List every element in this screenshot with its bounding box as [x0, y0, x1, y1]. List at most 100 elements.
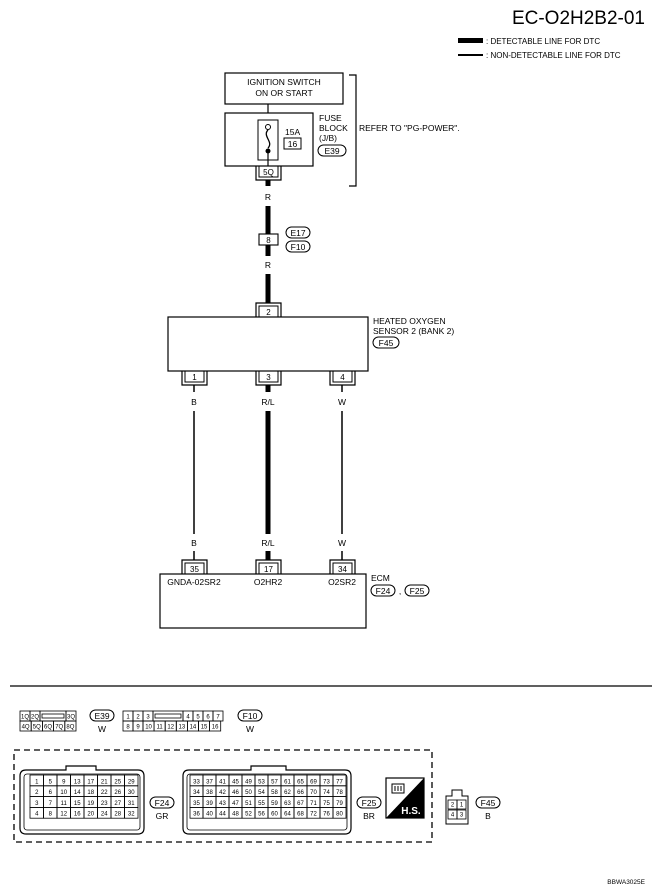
- connector-pin-cell: 4Q: [19, 720, 32, 732]
- connector-pin-number: 13: [179, 725, 186, 731]
- connector-pin-cell: 62: [280, 785, 295, 797]
- connector-pin-number: 3: [146, 715, 150, 721]
- connector-pin-number: 8: [49, 812, 53, 818]
- connector-pin-cell: 10: [142, 720, 155, 732]
- connector-pin-cell: 74: [319, 785, 334, 797]
- connector-pin-number: 51: [245, 801, 252, 807]
- connector-pin-number: 25: [114, 779, 121, 785]
- connector-pin-number: 1: [126, 715, 130, 721]
- connector-pin-number: 78: [336, 790, 343, 796]
- connector-pin-cell: 45: [228, 774, 243, 787]
- connector-pin-number: 11: [157, 725, 164, 731]
- connector-pin-cell: 41: [215, 774, 230, 787]
- connector-pin-number: 31: [128, 801, 135, 807]
- sensor-label-1: HEATED OXYGEN: [373, 316, 446, 326]
- connector-pin-cell: 6Q: [42, 720, 55, 732]
- connector-pin-cell: 2: [29, 785, 44, 797]
- wire-color-r-2: R: [265, 260, 271, 270]
- footer-code: BBWA3025E: [607, 879, 645, 886]
- ecm-box: [159, 573, 367, 629]
- connector-pin-number: 2: [451, 803, 455, 809]
- connector-pin-cell: 40: [202, 807, 217, 819]
- connector-pin-number: 15: [201, 725, 208, 731]
- sensor-pin-3: 3: [266, 373, 271, 382]
- connector-pin-cell: 54: [254, 785, 269, 797]
- connector-pin-cell: 7Q: [53, 720, 66, 732]
- ecm-conn-1: F24: [376, 586, 391, 596]
- wire-color-b-2: B: [191, 538, 197, 548]
- ignition-line2: ON OR START: [255, 88, 312, 98]
- connector-pin-number: 9: [136, 725, 140, 731]
- connector-pin-cell: 57: [267, 774, 282, 787]
- connector-pin-number: 41: [219, 779, 226, 785]
- connector-pin-cell: 28: [110, 807, 125, 819]
- ecm-pin-17: 17: [264, 565, 273, 574]
- terminal-5q: 5Q: [263, 168, 274, 177]
- conn-f10-tag: F10: [243, 711, 258, 721]
- connector-pin-cell: 35: [189, 796, 204, 808]
- connector-pin-number: 20: [87, 812, 94, 818]
- connector-pin-cell: 29: [124, 774, 139, 787]
- connector-pin-cell: 59: [267, 796, 282, 808]
- connector-pin-number: 3: [460, 813, 464, 819]
- page-code: EC-O2H2B2-01: [512, 8, 645, 29]
- connector-pin-cell: 38: [202, 785, 217, 797]
- refer-text: REFER TO "PG-POWER".: [359, 123, 460, 133]
- connector-pin-cell: 6: [43, 785, 58, 797]
- connector-pin-cell: 5: [43, 774, 58, 787]
- connector-pin-number: 66: [297, 790, 304, 796]
- connector-pin-number: 73: [323, 779, 330, 785]
- fuse-conn-tag-frame: [317, 144, 347, 157]
- wire-color-b-1: B: [191, 397, 197, 407]
- connector-pin-cell: 19: [83, 796, 98, 808]
- joint-conn-top: E17: [290, 228, 305, 238]
- connector-pin-number: 77: [336, 779, 343, 785]
- connector-pin-cell: 48: [228, 807, 243, 819]
- connector-pin-cell: 55: [254, 796, 269, 808]
- joint-conn-bottom: F10: [291, 242, 306, 252]
- conn-f45-color: B: [485, 811, 491, 821]
- connector-pin-number: 22: [101, 790, 108, 796]
- connector-pin-cell: 43: [215, 796, 230, 808]
- connector-pin-cell: 4: [182, 710, 194, 722]
- connector-pin-number: 52: [245, 812, 252, 818]
- wire-color-rl-1: R/L: [261, 397, 275, 407]
- connector-pin-cell: 3: [142, 710, 154, 722]
- conn-f24-tag: F24: [155, 798, 170, 808]
- connector-pin-number: 7: [49, 801, 53, 807]
- connector-pin-cell: 14: [186, 720, 199, 732]
- connector-pin-cell: 12: [164, 720, 177, 732]
- connector-pin-number: 6: [206, 715, 210, 721]
- connector-pin-cell: 15: [198, 720, 211, 732]
- connector-pin-cell: 39: [202, 796, 217, 808]
- connector-pin-number: 61: [284, 779, 291, 785]
- connector-pin-cell: 67: [293, 796, 308, 808]
- sensor-pin-1-group: 1: [181, 370, 208, 386]
- fuse-conn-tag: E39: [324, 146, 339, 156]
- ignition-switch-box: [224, 72, 344, 105]
- connector-pin-number: 6Q: [44, 725, 52, 731]
- connector-pin-cell: 76: [319, 807, 334, 819]
- connector-pin-number: 1Q: [21, 715, 29, 721]
- fuse-block-label-1: FUSE: [319, 113, 342, 123]
- ecm-label-34: O2SR2: [328, 577, 356, 587]
- connector-pin-number: 49: [245, 779, 252, 785]
- connector-pin-cell: 71: [306, 796, 321, 808]
- connector-pin-cell: 1Q: [19, 710, 31, 722]
- fuse-block-label-3: (J/B): [319, 133, 337, 143]
- connector-pin-cell: 13: [70, 774, 85, 787]
- connector-pin-number: 11: [61, 801, 68, 807]
- connector-pin-cell: 7: [212, 710, 224, 722]
- ecm-pin-34: 34: [338, 565, 347, 574]
- fuse-block-box: [224, 112, 314, 167]
- connector-pin-cell: 51: [241, 796, 256, 808]
- ecm-pin-34-group: 34: [329, 559, 356, 575]
- connector-pin-number: 44: [219, 812, 226, 818]
- connector-pin-number: 9: [62, 779, 66, 785]
- connector-pin-number: 40: [206, 812, 213, 818]
- connector-pin-cell: 9: [132, 720, 144, 732]
- connector-pin-number: 1: [460, 803, 464, 809]
- connector-pin-cell: 11: [56, 796, 71, 808]
- connector-pin-cell: 16: [70, 807, 85, 819]
